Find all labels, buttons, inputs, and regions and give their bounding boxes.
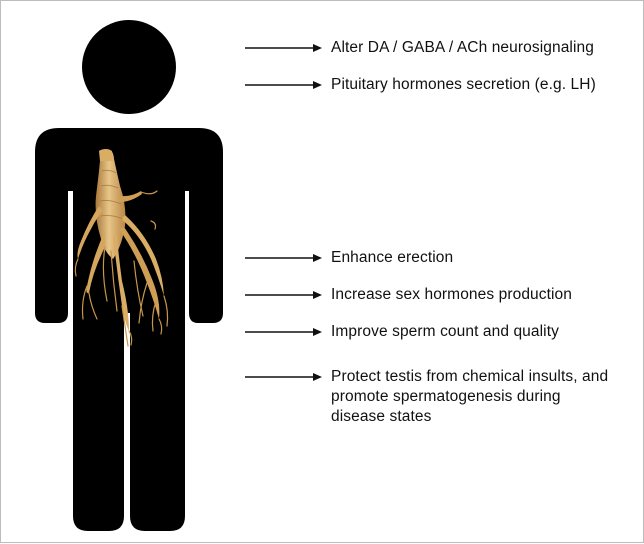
effect-pituitary-label: Pituitary hormones secretion (e.g. LH) bbox=[331, 75, 596, 95]
arrow-right-icon bbox=[245, 78, 323, 92]
arrow-right-icon bbox=[245, 251, 323, 265]
effect-neurosignaling-label: Alter DA / GABA / ACh neurosignaling bbox=[331, 38, 594, 58]
effect-row: Enhance erection bbox=[245, 248, 453, 268]
effect-sperm-label: Improve sperm count and quality bbox=[331, 322, 559, 342]
effect-sex-hormones-label: Increase sex hormones production bbox=[331, 285, 572, 305]
effect-row: Improve sperm count and quality bbox=[245, 322, 559, 342]
effect-testis-protection-label: Protect testis from chemical insults, an… bbox=[331, 367, 608, 427]
arrow-right-icon bbox=[245, 288, 323, 302]
effect-row: Alter DA / GABA / ACh neurosignaling bbox=[245, 38, 594, 58]
arrow-right-icon bbox=[245, 41, 323, 55]
left-leg-shape bbox=[73, 301, 124, 531]
right-leg-shape bbox=[130, 301, 185, 531]
head-shape bbox=[82, 20, 176, 114]
effect-row: Increase sex hormones production bbox=[245, 285, 572, 305]
effect-row: Pituitary hormones secretion (e.g. LH) bbox=[245, 75, 596, 95]
effect-erection-label: Enhance erection bbox=[331, 248, 453, 268]
arrow-right-icon bbox=[245, 325, 323, 339]
arrow-right-icon bbox=[245, 370, 323, 384]
effect-row: Protect testis from chemical insults, an… bbox=[245, 367, 608, 427]
